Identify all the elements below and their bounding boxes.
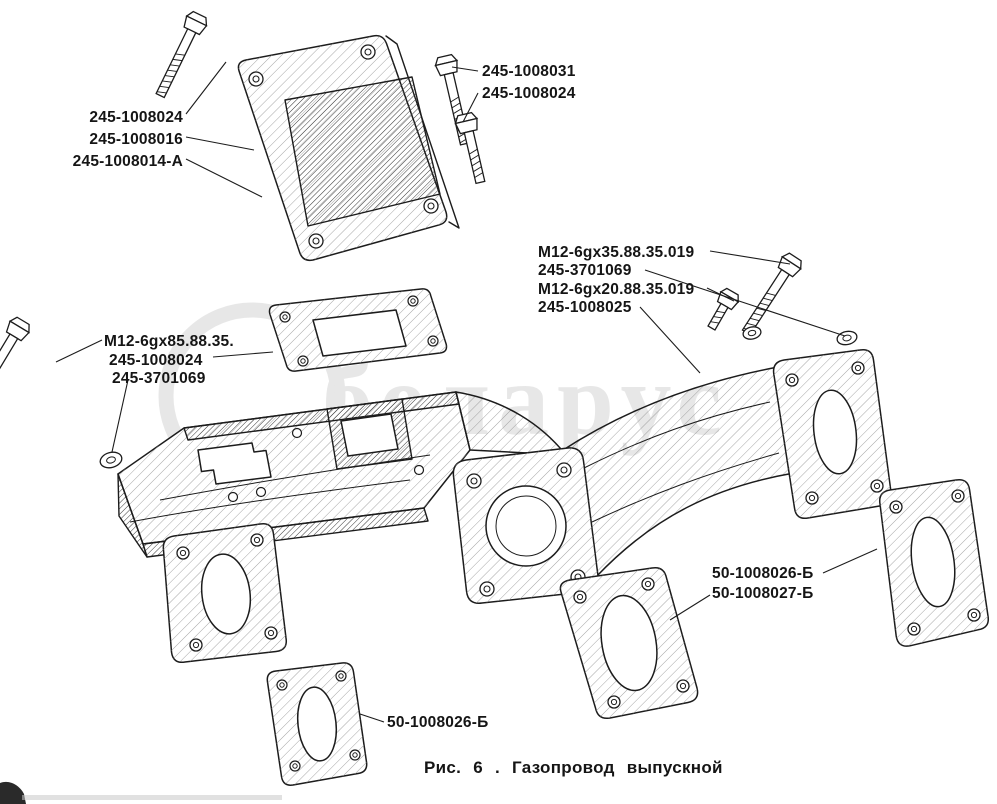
bolt-hole bbox=[851, 361, 865, 375]
exhaust-outlet-elbow bbox=[237, 34, 460, 262]
bolt-hole bbox=[289, 760, 301, 772]
label-gasket-245-1008024: 245-1008024 bbox=[109, 352, 203, 369]
bolt-hole bbox=[607, 695, 621, 709]
bolt-hole bbox=[967, 608, 981, 622]
bolt-hole bbox=[676, 679, 690, 693]
bolt-hole bbox=[556, 462, 572, 478]
label-flange-245-1008016: 245-1008016 bbox=[89, 131, 183, 148]
bolt-hole bbox=[479, 581, 495, 597]
bolt-hole bbox=[227, 491, 239, 503]
stud-bolt-top-left bbox=[149, 9, 211, 101]
bolt-hole bbox=[805, 491, 819, 505]
label-manifold-245-1008025: 245-1008025 bbox=[538, 299, 632, 316]
label-elbow-245-1008014a: 245-1008014-А bbox=[72, 153, 183, 170]
exhaust-gaskets bbox=[266, 478, 990, 786]
gasket-50-1008026b-right bbox=[878, 478, 990, 647]
manifold-right-flange bbox=[772, 348, 893, 520]
bolt-hole bbox=[264, 626, 278, 640]
bolt-245-1008024-top bbox=[453, 111, 492, 186]
bolt-hole bbox=[279, 311, 291, 323]
gasket-50-1008027b bbox=[559, 566, 699, 720]
leader-lines bbox=[55, 61, 878, 723]
figure-caption: Рис. 6 . Газопровод выпускной bbox=[424, 758, 723, 777]
bolt-hole bbox=[248, 71, 264, 87]
bolt-hole bbox=[870, 479, 884, 493]
bolt-hole bbox=[427, 335, 439, 347]
bolt-hole bbox=[413, 464, 425, 476]
bolt-m12x35 bbox=[736, 250, 806, 340]
outlet-gasket-245-1008024 bbox=[268, 288, 448, 372]
bolt-hole bbox=[308, 233, 324, 249]
label-gasket-50-1008026b-right: 50-1008026-Б bbox=[712, 565, 814, 582]
spring-washer-right bbox=[836, 330, 858, 346]
label-bolt-245-1008024: 245-1008024 bbox=[482, 85, 576, 102]
bolt-hole bbox=[297, 355, 309, 367]
bolt-m12x85 bbox=[0, 314, 34, 448]
bolt-hole bbox=[423, 198, 439, 214]
bolt-hole bbox=[291, 427, 303, 439]
bolt-hole bbox=[785, 373, 799, 387]
label-washer-245-3701069: 245-3701069 bbox=[538, 262, 632, 279]
bolt-hole bbox=[176, 546, 190, 560]
exhaust-manifold bbox=[117, 348, 893, 664]
label-bolt-m12x85: М12-6gх85.88.35. bbox=[104, 333, 234, 350]
label-washer2-245-3701069: 245-3701069 bbox=[112, 370, 206, 387]
manifold-port-left bbox=[197, 442, 272, 485]
bolt-hole bbox=[907, 622, 921, 636]
bolt-hole bbox=[250, 533, 264, 547]
label-gasket-50-1008027b: 50-1008027-Б bbox=[712, 585, 814, 602]
bolt-hole bbox=[573, 590, 587, 604]
bolt-hole bbox=[189, 638, 203, 652]
bolt-hole bbox=[255, 486, 267, 498]
bolt-hole bbox=[641, 577, 655, 591]
bolt-hole bbox=[276, 679, 288, 691]
label-bolt-m12x20: М12-6gх20.88.35.019 bbox=[538, 281, 695, 298]
bolt-hole bbox=[360, 44, 376, 60]
spring-washer-mid bbox=[742, 326, 762, 340]
bolt-hole bbox=[335, 670, 347, 682]
bolt-hole bbox=[407, 295, 419, 307]
bolt-hole bbox=[889, 500, 903, 514]
bolt-hole bbox=[349, 749, 361, 761]
label-stud-245-1008024: 245-1008024 bbox=[89, 109, 183, 126]
manifold-center-flange bbox=[452, 447, 599, 604]
spring-washer-left bbox=[99, 451, 123, 469]
manifold-left-flange bbox=[162, 522, 288, 664]
label-bolt-245-1008031: 245-1008031 bbox=[482, 63, 576, 80]
scan-artifacts bbox=[0, 781, 282, 804]
bolt-hole bbox=[466, 473, 482, 489]
label-bolt-m12x35: М12-6gх35.88.35.019 bbox=[538, 244, 695, 261]
gasket-50-1008026b-bottom bbox=[266, 662, 368, 786]
label-gasket-50-1008026b-bottom: 50-1008026-Б bbox=[387, 714, 489, 731]
bolt-hole bbox=[951, 489, 965, 503]
bolt-m12x20 bbox=[702, 286, 742, 334]
